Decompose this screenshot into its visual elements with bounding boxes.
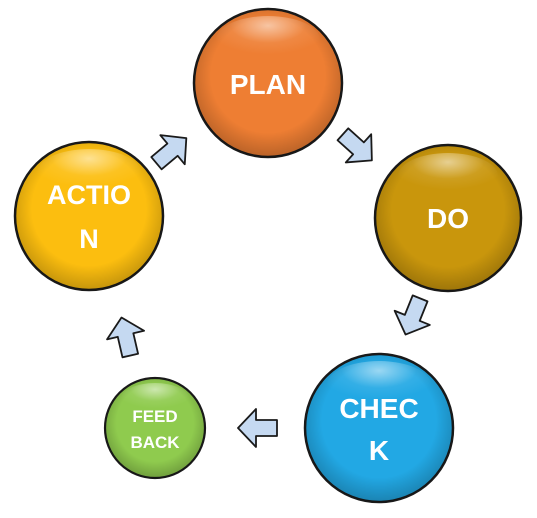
feedback-label-line-2: BACK (130, 433, 180, 452)
node-check: CHEC K (303, 352, 455, 504)
arrow-plan-to-do (336, 127, 373, 164)
arrow-check-to-feedback (237, 408, 278, 448)
check-label-line-1: CHEC (339, 393, 418, 424)
node-feedback: FEED BACK (103, 376, 207, 480)
arrow-up-right-icon (150, 134, 188, 171)
arrow-down-icon (393, 294, 431, 336)
arrow-left-icon (237, 408, 278, 448)
arrow-up-icon (106, 316, 145, 359)
node-do: DO (373, 143, 523, 293)
node-action: ACTIO N (13, 140, 165, 292)
do-label: DO (427, 203, 469, 234)
arrow-do-to-check (393, 294, 431, 336)
arrow-action-to-plan (150, 134, 188, 171)
feedback-label-line-1: FEED (132, 407, 177, 426)
arrow-feedback-to-action (106, 316, 145, 359)
action-label-line-2: N (79, 224, 99, 254)
plan-label: PLAN (230, 69, 306, 100)
arrow-right-icon (336, 127, 373, 164)
check-label-line-2: K (369, 435, 389, 466)
node-plan: PLAN (192, 7, 344, 159)
action-label-line-1: ACTIO (47, 180, 131, 210)
